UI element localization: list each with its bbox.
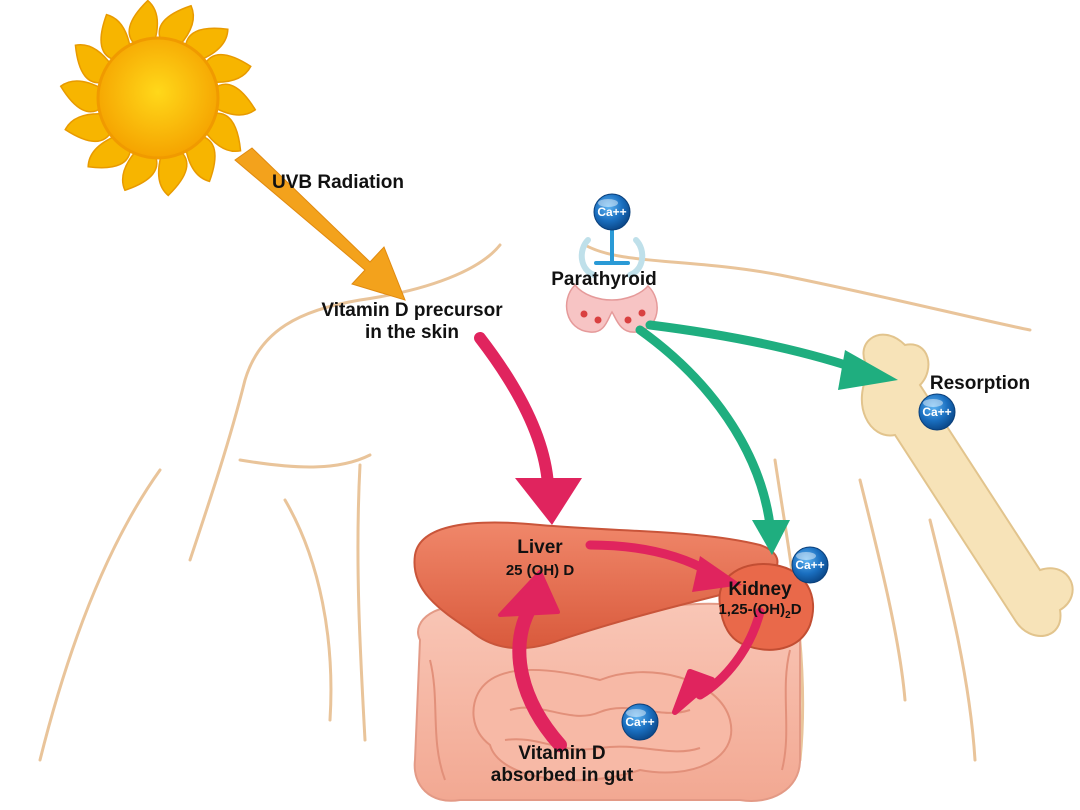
uvb-arrow	[234, 147, 406, 301]
sun-icon	[59, 0, 257, 197]
kidney-label: Kidney	[728, 579, 792, 600]
inhibition-bar	[594, 223, 630, 265]
skin-to-liver-arrow	[474, 332, 582, 525]
pth-to-bone-arrow	[645, 320, 898, 390]
precursor-label-line2: in the skin	[365, 322, 459, 343]
gut-to-liver-arrow	[498, 570, 567, 752]
parathyroid-gland-icon	[565, 237, 658, 333]
parathyroid-label: Parathyroid	[551, 269, 657, 290]
svg-text:Ca++: Ca++	[625, 715, 654, 729]
resorption-label: Resorption	[930, 373, 1030, 394]
liver-to-kidney-arrow	[585, 540, 742, 592]
calcium-ion-kidney: Ca++	[791, 546, 829, 584]
precursor-label-line1: Vitamin D precursor	[321, 300, 503, 321]
svg-text:Ca++: Ca++	[597, 205, 626, 219]
svg-text:Ca++: Ca++	[922, 405, 951, 419]
intestines-icon	[413, 602, 801, 802]
svg-text:Ca++: Ca++	[795, 558, 824, 572]
calcium-ion-bone: Ca++	[918, 393, 956, 431]
gut-label-line2: absorbed in gut	[491, 765, 634, 786]
liver-metabolite-label: 25 (OH) D	[506, 562, 575, 579]
kidney-to-gut-arrow	[672, 607, 765, 715]
gut-label-line1: Vitamin D	[518, 743, 605, 764]
kidney-metabolite-label: 1,25-(OH)2D	[718, 601, 801, 621]
kidney-icon	[718, 563, 815, 651]
liver-label: Liver	[517, 537, 563, 558]
uvb-label: UVB Radiation	[272, 172, 404, 193]
calcium-ion-gut: Ca++	[621, 703, 659, 741]
calcium-ion-parathyroid: Ca++	[593, 193, 631, 231]
bone-icon	[860, 333, 1074, 637]
pth-to-kidney-arrow	[635, 325, 790, 555]
